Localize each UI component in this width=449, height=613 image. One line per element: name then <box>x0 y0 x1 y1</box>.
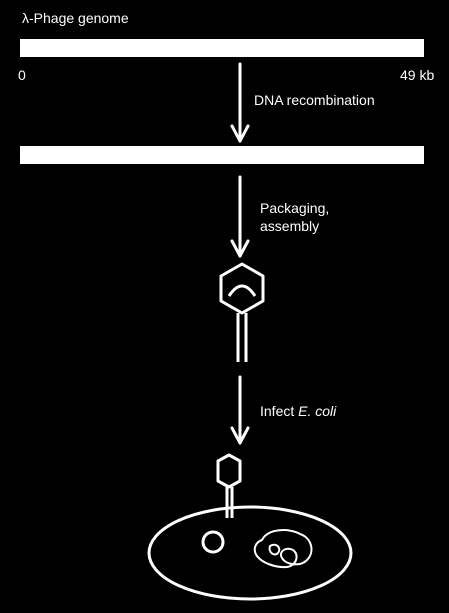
bacterial-cell-icon <box>147 505 353 601</box>
scale-end-label: 49 kb <box>400 67 435 83</box>
genome-title: λ-Phage genome <box>22 10 129 26</box>
organism-name: E. coli <box>298 403 337 419</box>
step-assembly-label: assembly <box>260 218 320 234</box>
circular-dna-icon <box>253 529 313 569</box>
down-arrow-icon <box>230 375 250 445</box>
circular-dna-icon <box>201 530 225 554</box>
phage-genome-bar <box>20 39 424 57</box>
step-dna-recombination-label: DNA recombination <box>254 92 375 108</box>
phage-particle-icon <box>219 262 265 362</box>
down-arrow-icon <box>230 175 250 258</box>
infect-verb: Infect <box>260 403 299 419</box>
down-arrow-icon <box>230 62 250 143</box>
scale-start-label: 0 <box>18 67 26 83</box>
step-packaging-label: Packaging, <box>260 200 330 216</box>
recombinant-genome-bar <box>20 146 424 164</box>
phage-particle-icon <box>216 453 242 518</box>
step-infect-label: Infect E. coli <box>260 403 336 419</box>
